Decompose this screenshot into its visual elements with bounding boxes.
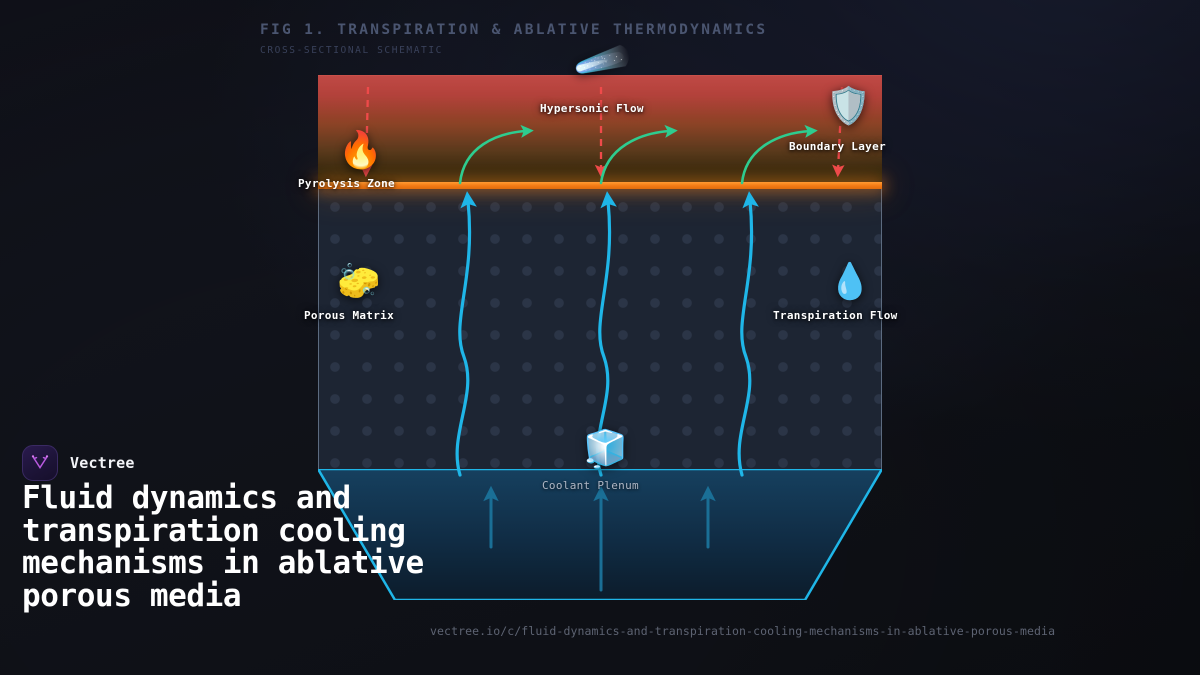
shield-icon: 🛡️ (826, 86, 871, 127)
label-transpiration-flow: Transpiration Flow (773, 309, 898, 322)
hot-gas-zone (318, 75, 882, 182)
label-boundary-layer: Boundary Layer (789, 140, 886, 153)
brand-name: Vectree (70, 454, 135, 472)
fire-icon: 🔥 (338, 130, 383, 171)
plenum-feed-arrows (483, 485, 716, 592)
droplet-icon: 💧 (828, 262, 872, 302)
schematic-diagram: ☄️ Hypersonic Flow 🛡️ Boundary Layer 🔥 P… (298, 30, 897, 600)
label-pyrolysis-zone: Pyrolysis Zone (298, 177, 395, 190)
transpiration-flow-arrows (455, 191, 759, 477)
figure-title: FIG 1. TRANSPIRATION & ABLATIVE THERMODY… (260, 22, 768, 38)
ablation-ejecta-arrows (458, 124, 818, 185)
figure-header: FIG 1. TRANSPIRATION & ABLATIVE THERMODY… (260, 22, 767, 56)
figure-subtitle: CROSS-SECTIONAL SCHEMATIC (260, 45, 443, 56)
sponge-icon: 🧽 (337, 262, 381, 302)
ice-cube-icon: 🧊 (583, 429, 628, 470)
ablation-interface-line (318, 182, 882, 189)
heat-flux-arrows (359, 86, 845, 178)
label-hypersonic-flow: Hypersonic Flow (540, 102, 644, 115)
vectree-logo-icon (22, 445, 58, 481)
brand-row: Vectree (22, 445, 135, 481)
flow-arrows-layer (359, 86, 845, 592)
label-coolant-plenum: Coolant Plenum (542, 479, 639, 492)
label-porous-matrix: Porous Matrix (304, 309, 394, 322)
page-title: Fluid dynamics and transpiration cooling… (22, 480, 424, 614)
footer-url: vectree.io/c/fluid-dynamics-and-transpir… (430, 624, 1056, 638)
